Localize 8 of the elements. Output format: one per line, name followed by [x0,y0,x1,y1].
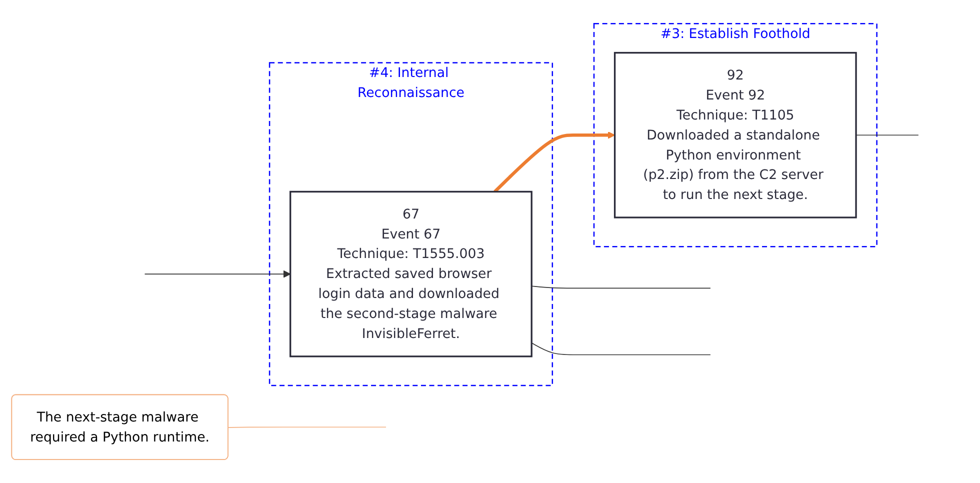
node-box: 92 Event 92 Technique: T1105 Downloaded a standalone Python environment (p2.zip) from the C2 server to run the next stage. [614,52,857,218]
connector [856,134,919,136]
arrow [494,131,616,193]
connector [228,426,386,428]
node-box: 67 Event 67 Technique: T1555.003 Extracted saved browser login data and downloaded the second-stage malware InvisibleFerret. [290,190,532,358]
connector [531,342,711,356]
arrow [144,270,291,278]
connector [531,286,711,288]
